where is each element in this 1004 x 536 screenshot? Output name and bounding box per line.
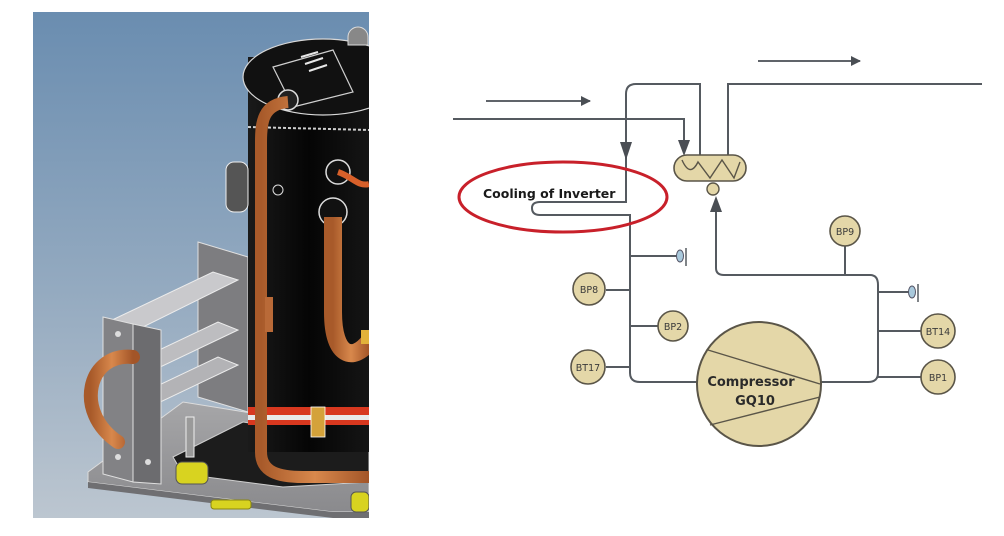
bracket-front-face bbox=[132, 323, 162, 485]
svg-text:BP2: BP2 bbox=[664, 322, 682, 333]
brass-fitting bbox=[361, 330, 369, 344]
highlight-ellipse bbox=[457, 160, 669, 234]
sensor-bp2: BP2 bbox=[657, 310, 689, 342]
bracket-bolt bbox=[115, 454, 121, 460]
rubber-foot bbox=[350, 491, 369, 513]
sensor-bp8: BP8 bbox=[572, 272, 606, 306]
svg-text:BP8: BP8 bbox=[580, 285, 598, 296]
bracket-bolt bbox=[115, 331, 121, 337]
side-connector bbox=[225, 161, 249, 213]
compressor-id: GQ10 bbox=[735, 394, 775, 409]
shell-seam bbox=[247, 126, 369, 131]
top-cap-detail bbox=[300, 51, 328, 72]
heat-exchanger bbox=[673, 154, 747, 196]
red-band bbox=[248, 420, 369, 425]
down-arrow-icon bbox=[678, 140, 690, 156]
service-valve-right bbox=[908, 284, 919, 302]
copper-capillary bbox=[265, 297, 273, 332]
compressor-label: Compressor bbox=[707, 375, 795, 390]
sensor-bt17: BT17 bbox=[570, 349, 606, 385]
red-band bbox=[248, 407, 369, 415]
sensor-bp1: BP1 bbox=[920, 359, 956, 395]
inlet-pipe bbox=[453, 118, 685, 150]
sensor-bt14: BT14 bbox=[920, 313, 956, 349]
white-band bbox=[248, 415, 369, 420]
svg-text:BP1: BP1 bbox=[929, 373, 947, 384]
rubber-foot bbox=[175, 461, 209, 485]
lifting-eye bbox=[347, 26, 369, 46]
copper-suction-pipe bbox=[255, 96, 369, 483]
refrigerant-circuit-diagram: Cooling of Inverter Compressor GQ10 BP9 … bbox=[453, 56, 982, 447]
bypass-pipe bbox=[625, 83, 701, 160]
mount-bolt bbox=[185, 416, 195, 458]
copper-discharge-pipe bbox=[324, 217, 369, 363]
base-foot bbox=[210, 499, 252, 510]
exchanger-drain bbox=[706, 182, 720, 196]
pipework bbox=[453, 83, 982, 383]
service-valve-left bbox=[676, 248, 687, 266]
compressor-gq10: Compressor GQ10 bbox=[696, 321, 822, 447]
suction-pipe bbox=[715, 205, 879, 383]
up-arrow-icon bbox=[710, 196, 722, 212]
svg-text:BT17: BT17 bbox=[576, 363, 600, 374]
bracket-bolt bbox=[145, 459, 151, 465]
cooling-of-inverter-label: Cooling of Inverter bbox=[483, 186, 616, 201]
exchanger-coil bbox=[681, 158, 741, 180]
brass-sensor bbox=[310, 406, 326, 438]
svg-text:BP9: BP9 bbox=[836, 227, 854, 238]
sensor-bp9: BP9 bbox=[829, 215, 861, 247]
svg-text:BT14: BT14 bbox=[926, 327, 950, 338]
copper-u-bend bbox=[83, 349, 140, 449]
small-port bbox=[272, 184, 284, 196]
outlet-pipe bbox=[727, 83, 982, 155]
copper-small-pipe bbox=[336, 169, 369, 188]
down-arrow-icon bbox=[620, 142, 632, 160]
compressor-cad-render bbox=[33, 12, 369, 518]
inverter-cooling-pipe bbox=[530, 160, 700, 383]
